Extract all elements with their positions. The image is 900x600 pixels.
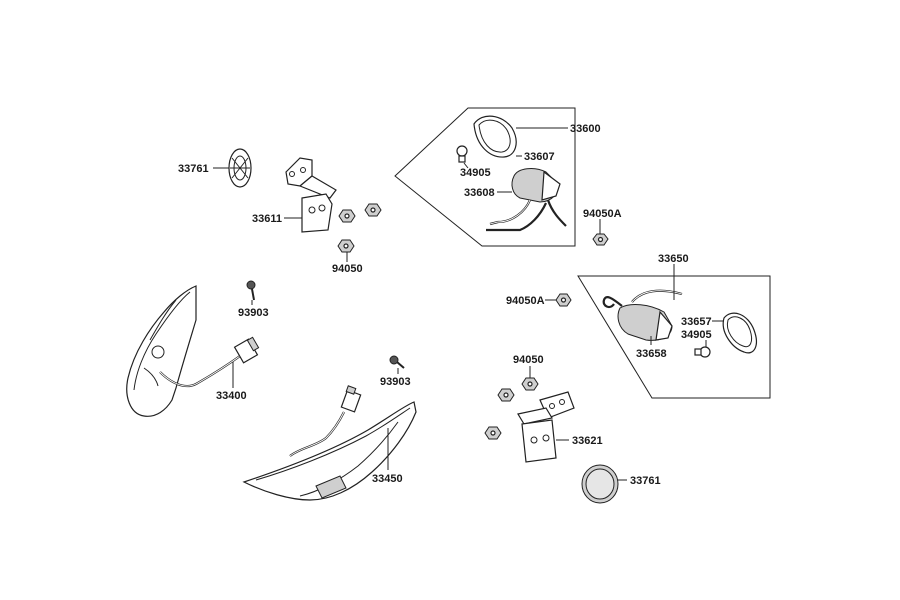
label-33761-upper: 33761	[178, 163, 209, 175]
label-94050A-lower: 94050A	[506, 295, 545, 307]
part-labels: 33600 33607 34905 33608 94050A 33761 336…	[178, 123, 712, 487]
label-33650: 33650	[658, 253, 689, 265]
label-33611: 33611	[252, 213, 282, 225]
bulb-34905-upper	[456, 145, 468, 163]
label-94050-lower: 94050	[513, 354, 544, 366]
screw-93903-right	[389, 355, 405, 369]
screw-93903-left	[246, 280, 256, 301]
label-93903-right: 93903	[380, 376, 411, 388]
label-33657: 33657	[681, 316, 712, 328]
label-34905-upper: 34905	[460, 167, 491, 179]
nut-94050A-upper	[592, 233, 609, 246]
label-93903-left: 93903	[238, 307, 269, 319]
nut-94050A-lower	[555, 293, 572, 307]
label-94050A-upper: 94050A	[583, 208, 622, 220]
bulb-34905-lower	[694, 346, 711, 358]
label-33450: 33450	[372, 473, 403, 485]
lens-33607	[473, 115, 517, 158]
label-33608: 33608	[464, 187, 495, 199]
label-33400: 33400	[216, 390, 247, 402]
label-33658: 33658	[636, 348, 667, 360]
signal-housing-33608	[486, 168, 567, 232]
group-box-33650	[577, 275, 771, 399]
signal-housing-33658	[602, 289, 683, 341]
lens-33657	[722, 312, 757, 354]
grommet-33761-upper	[228, 148, 252, 188]
label-33600: 33600	[570, 123, 601, 135]
grommet-33761-lower	[581, 464, 619, 504]
bracket-33611	[285, 157, 337, 233]
label-94050-upper: 94050	[332, 263, 363, 275]
lamp-33450	[242, 385, 417, 501]
leader-lines	[213, 127, 724, 481]
label-33761-lower: 33761	[630, 475, 661, 487]
nut-94050-group-b	[484, 377, 539, 440]
label-33621: 33621	[572, 435, 603, 447]
lamp-33400	[126, 285, 260, 417]
label-34905-lower: 34905	[681, 329, 712, 341]
nut-94050-group-a	[337, 203, 382, 253]
bracket-33621	[517, 391, 575, 463]
label-33607: 33607	[524, 151, 555, 163]
group-box-33600	[394, 107, 576, 247]
